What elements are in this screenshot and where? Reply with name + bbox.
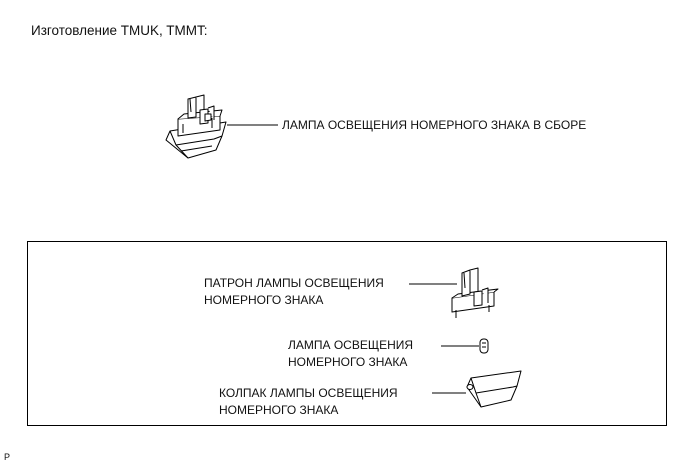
- page-heading: Изготовление TMUK, TMMT:: [31, 23, 208, 38]
- components-frame: [27, 241, 667, 426]
- cover-label-line2: НОМЕРНОГО ЗНАКА: [219, 403, 339, 417]
- cover-label-line1: КОЛПАК ЛАМПЫ ОСВЕЩЕНИЯ: [219, 386, 398, 400]
- license-plate-lamp-assembly-icon: [165, 94, 227, 159]
- socket-label-line2: НОМЕРНОГО ЗНАКА: [204, 293, 324, 307]
- lamp-socket-icon: [451, 267, 499, 318]
- bulb-label-line1: ЛАМПА ОСВЕЩЕНИЯ: [288, 338, 414, 352]
- assembly-label: ЛАМПА ОСВЕЩЕНИЯ НОМЕРНОГО ЗНАКА В СБОРЕ: [282, 118, 587, 132]
- footer-mark: P: [4, 452, 11, 462]
- lamp-lens-cover-icon: [466, 370, 522, 408]
- bulb-icon: [479, 338, 489, 354]
- bulb-label-line2: НОМЕРНОГО ЗНАКА: [288, 355, 408, 369]
- socket-label-line1: ПАТРОН ЛАМПЫ ОСВЕЩЕНИЯ: [204, 276, 384, 290]
